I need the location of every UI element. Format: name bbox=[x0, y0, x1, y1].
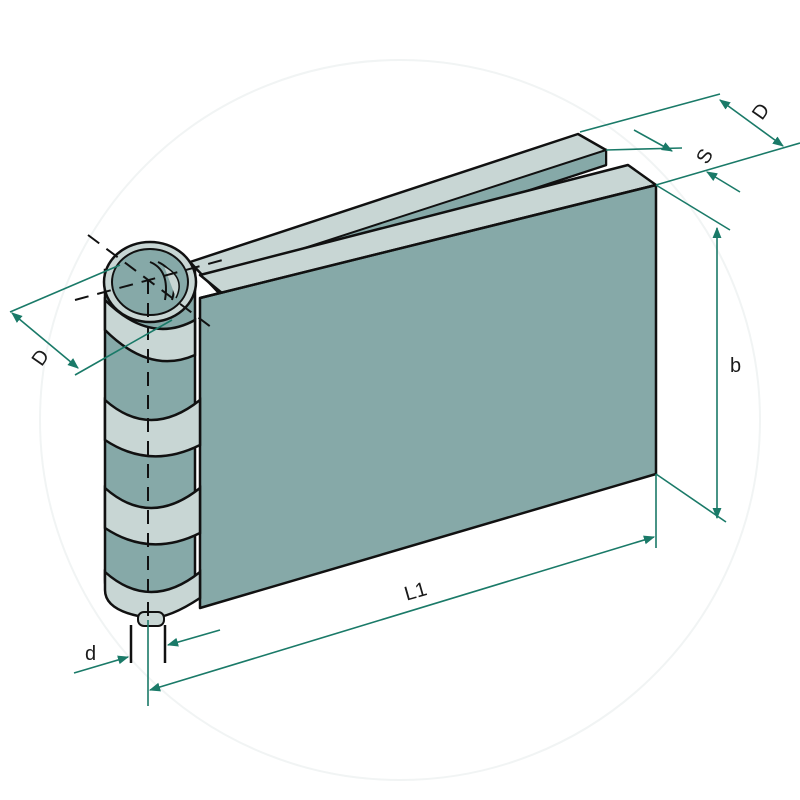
dimension-lines bbox=[9, 93, 800, 706]
label-d: d bbox=[85, 643, 96, 665]
background-circle bbox=[39, 59, 761, 781]
label-L1: L1 bbox=[402, 578, 429, 605]
knuckle-barrel bbox=[102, 240, 202, 620]
front-leaf bbox=[198, 163, 658, 610]
label-b: b bbox=[730, 355, 741, 377]
centerlines bbox=[74, 234, 231, 620]
label-D-top: D bbox=[748, 100, 774, 124]
label-S: S bbox=[692, 145, 718, 168]
label-D-left: D bbox=[28, 346, 54, 370]
